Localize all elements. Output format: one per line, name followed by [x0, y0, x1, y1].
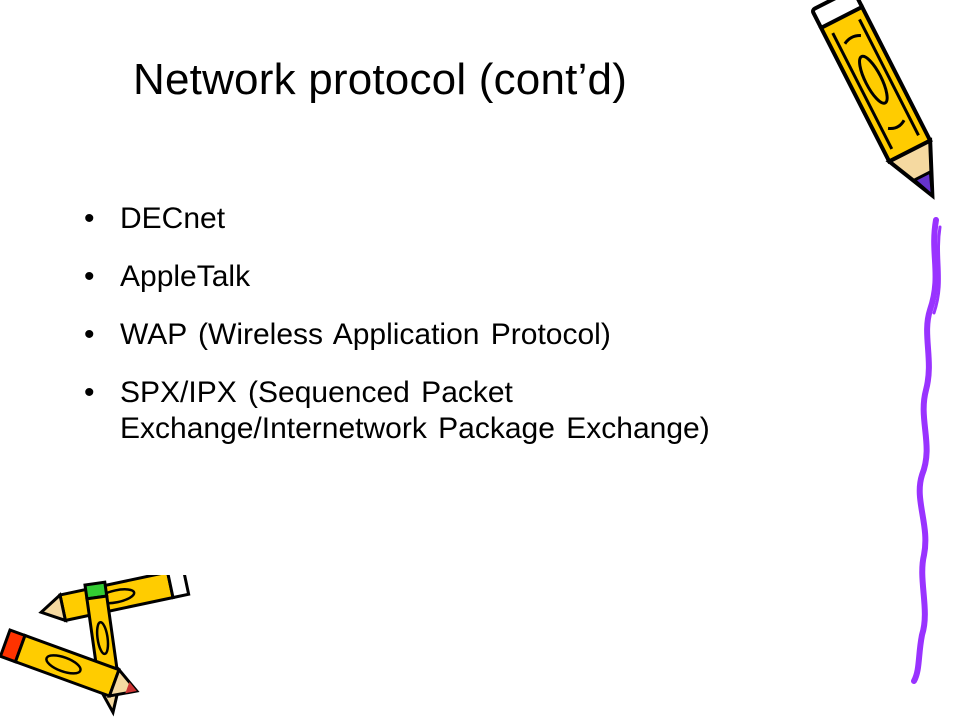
bullet-text: WAP (Wireless Application Protocol) [120, 318, 611, 351]
pencil-icon [811, 0, 935, 200]
bullet-item-spx-ipx: • SPX/IPX (Sequenced Packet Exchange/Int… [84, 375, 884, 447]
bullet-text: SPX/IPX (Sequenced Packet Exchange/Inter… [120, 376, 710, 445]
bullet-dot: • [84, 318, 95, 351]
bullet-text: AppleTalk [120, 260, 251, 293]
bullet-text: DECnet [120, 202, 226, 235]
bullet-dot: • [84, 376, 95, 409]
pencils-cluster-icon [0, 575, 191, 717]
bullet-list: • DECnet • AppleTalk • WAP (Wireless App… [84, 201, 884, 469]
squiggle-line-icon [911, 217, 942, 684]
bullet-item-appletalk: • AppleTalk [84, 259, 884, 295]
bullet-item-decnet: • DECnet [84, 201, 884, 237]
bullet-dot: • [84, 202, 95, 235]
bullet-dot: • [84, 260, 95, 293]
slide-title: Network protocol (cont’d) [133, 55, 628, 104]
bullet-item-wap: • WAP (Wireless Application Protocol) [84, 317, 884, 353]
